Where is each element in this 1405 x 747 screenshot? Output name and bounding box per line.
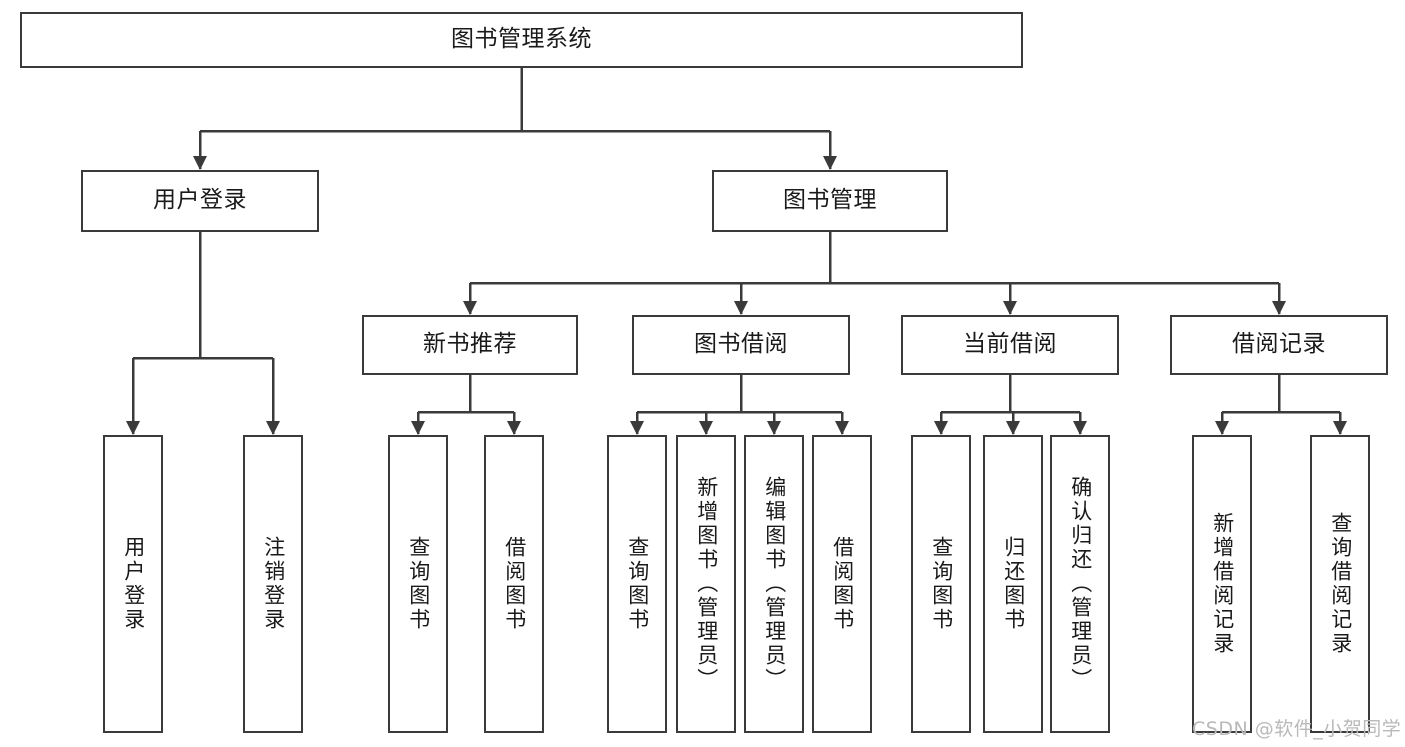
flow-node-label: 借阅图书 xyxy=(502,536,527,632)
connector-arrowhead xyxy=(463,301,477,315)
flow-node-label: 归还图书 xyxy=(1001,536,1026,632)
connector-arrowhead xyxy=(266,421,280,435)
connector-arrowhead xyxy=(1003,301,1017,315)
flow-node-l12[interactable]: 新增借阅记录 xyxy=(1192,435,1252,733)
flow-node-l3[interactable]: 查询图书 xyxy=(388,435,448,733)
flow-node-label: 查询图书 xyxy=(929,536,954,632)
flow-node-label: 用户登录 xyxy=(121,536,146,632)
connector-arrowhead xyxy=(126,421,140,435)
flow-node-label: 图书管理 xyxy=(783,187,877,214)
flow-node-l2[interactable]: 注销登录 xyxy=(243,435,303,733)
connector-arrowhead xyxy=(934,421,948,435)
flow-node-label: 借阅图书 xyxy=(830,536,855,632)
flow-node-current[interactable]: 当前借阅 xyxy=(901,315,1119,375)
connector-arrowhead xyxy=(630,421,644,435)
flow-node-label: 查询图书 xyxy=(406,536,431,632)
flow-node-label: 当前借阅 xyxy=(963,331,1057,358)
flow-node-label: 查询图书 xyxy=(625,536,650,632)
flow-node-l1[interactable]: 用户登录 xyxy=(103,435,163,733)
connector-arrowhead xyxy=(699,421,713,435)
connector-arrowhead xyxy=(835,421,849,435)
flow-node-root[interactable]: 图书管理系统 xyxy=(20,12,1023,68)
flow-node-l8[interactable]: 借阅图书 xyxy=(812,435,872,733)
flow-node-l7[interactable]: 编辑图书（管理员） xyxy=(744,435,804,733)
flow-node-label: 新增图书（管理员） xyxy=(694,476,719,692)
flow-node-label: 图书管理系统 xyxy=(451,26,592,53)
flow-node-borrow[interactable]: 图书借阅 xyxy=(632,315,850,375)
flow-node-newbook[interactable]: 新书推荐 xyxy=(362,315,578,375)
connector-arrowhead xyxy=(1272,301,1286,315)
flow-node-label: 查询借阅记录 xyxy=(1328,512,1353,656)
flow-node-label: 用户登录 xyxy=(153,187,247,214)
flow-node-l13[interactable]: 查询借阅记录 xyxy=(1310,435,1370,733)
connector-arrowhead xyxy=(1006,421,1020,435)
connector-arrowhead xyxy=(1073,421,1087,435)
flow-node-label: 编辑图书（管理员） xyxy=(762,476,787,692)
flow-node-login[interactable]: 用户登录 xyxy=(81,170,319,232)
connector-arrowhead xyxy=(1215,421,1229,435)
flow-node-label: 新书推荐 xyxy=(423,331,517,358)
flow-node-label: 借阅记录 xyxy=(1232,331,1326,358)
connector-arrowhead xyxy=(1333,421,1347,435)
flow-node-l5[interactable]: 查询图书 xyxy=(607,435,667,733)
flow-node-l9[interactable]: 查询图书 xyxy=(911,435,971,733)
connector-arrowhead xyxy=(193,156,207,170)
flow-node-records[interactable]: 借阅记录 xyxy=(1170,315,1388,375)
flow-node-l6[interactable]: 新增图书（管理员） xyxy=(676,435,736,733)
connector-arrowhead xyxy=(411,421,425,435)
flow-node-l11[interactable]: 确认归还（管理员） xyxy=(1050,435,1110,733)
flow-node-bookmgmt[interactable]: 图书管理 xyxy=(712,170,948,232)
connector-arrowhead xyxy=(767,421,781,435)
connector-arrowhead xyxy=(823,156,837,170)
flow-node-label: 图书借阅 xyxy=(694,331,788,358)
flow-node-l10[interactable]: 归还图书 xyxy=(983,435,1043,733)
flow-node-label: 新增借阅记录 xyxy=(1210,512,1235,656)
connector-arrowhead xyxy=(734,301,748,315)
flow-node-l4[interactable]: 借阅图书 xyxy=(484,435,544,733)
flow-node-label: 注销登录 xyxy=(261,536,286,632)
flow-node-label: 确认归还（管理员） xyxy=(1068,476,1093,692)
connector-arrowhead xyxy=(507,421,521,435)
